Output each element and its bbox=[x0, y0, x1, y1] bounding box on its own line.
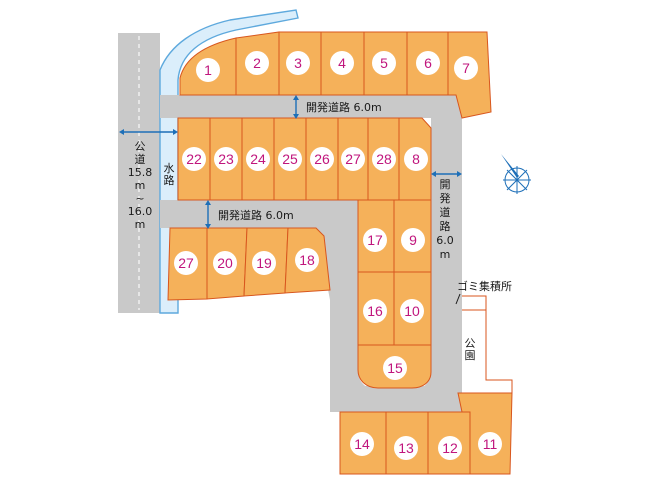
lot-number: 7 bbox=[462, 60, 470, 76]
lot-number-badge bbox=[246, 147, 270, 171]
lot-number-badge bbox=[341, 147, 365, 171]
road-north-arrow bbox=[293, 95, 299, 119]
north-arrow-icon bbox=[501, 154, 531, 194]
lot-number: 28 bbox=[376, 151, 392, 167]
lot-number: 5 bbox=[380, 55, 388, 71]
lot-number: 27 bbox=[345, 151, 361, 167]
vertical-label-char: 園 bbox=[465, 349, 476, 362]
vertical-label-char: m bbox=[440, 248, 451, 261]
lot-number: 17 bbox=[367, 232, 383, 248]
lot-number-badge bbox=[286, 51, 310, 75]
lot-number-badge bbox=[383, 356, 407, 380]
lot-number-badge bbox=[245, 51, 269, 75]
road-east bbox=[431, 118, 462, 393]
vertical-label-char: 6.0 bbox=[436, 234, 454, 247]
vertical-label-char: ~ bbox=[135, 192, 144, 205]
vertical-label-char: 15.8 bbox=[128, 166, 153, 179]
lot-number-badge bbox=[416, 51, 440, 75]
park-label: 公園 bbox=[465, 337, 476, 362]
vertical-label-char: 発 bbox=[440, 191, 451, 205]
lot-number: 19 bbox=[256, 255, 272, 271]
road-middle-label: 開発道路 6.0m bbox=[218, 208, 294, 222]
lot-number: 4 bbox=[338, 55, 346, 71]
lot-number-badge bbox=[310, 147, 334, 171]
lot-number-badge bbox=[182, 147, 206, 171]
lot-number-badge bbox=[404, 147, 428, 171]
lot-number: 24 bbox=[250, 151, 266, 167]
lot-number-badge bbox=[252, 251, 276, 275]
lot-number-badge bbox=[295, 248, 319, 272]
road-north-label: 開発道路 6.0m bbox=[306, 100, 382, 114]
lot-number-badge bbox=[400, 299, 424, 323]
lot-number: 26 bbox=[314, 151, 330, 167]
vertical-label-char: 16.0 bbox=[128, 205, 153, 218]
vertical-label-char: 開 bbox=[440, 178, 451, 191]
lot-number-badge bbox=[478, 432, 502, 456]
lot-number: 1 bbox=[204, 62, 212, 78]
lot-number: 6 bbox=[424, 55, 432, 71]
road-north bbox=[160, 95, 462, 118]
park-outline bbox=[462, 309, 513, 393]
lot-number: 12 bbox=[442, 440, 458, 456]
lot-number-badge bbox=[214, 147, 238, 171]
vertical-label-char: 路 bbox=[440, 220, 451, 233]
lot-number-badge bbox=[363, 299, 387, 323]
lot-number: 20 bbox=[217, 255, 233, 271]
vertical-label-char: 公 bbox=[465, 337, 476, 350]
lot-number-badge bbox=[213, 251, 237, 275]
road-middle-arrow bbox=[205, 200, 211, 229]
lot-number-badge bbox=[278, 147, 302, 171]
lot-number: 25 bbox=[282, 151, 298, 167]
lot-number-badge bbox=[372, 51, 396, 75]
lot-number: 10 bbox=[404, 303, 420, 319]
vertical-label-char: 道 bbox=[440, 205, 451, 219]
vertical-label-char: 路 bbox=[164, 174, 175, 187]
lot-number-badge bbox=[372, 147, 396, 171]
lot-number: 16 bbox=[367, 303, 383, 319]
lot-number: 14 bbox=[354, 436, 370, 452]
lot-number: 11 bbox=[483, 436, 498, 452]
vertical-label-char: m bbox=[135, 179, 146, 192]
lot-number: 18 bbox=[299, 252, 315, 268]
lot-number: 9 bbox=[409, 232, 417, 248]
vertical-label-char: m bbox=[135, 218, 146, 231]
lot-number: 15 bbox=[387, 360, 403, 376]
waterway-label: 水路 bbox=[164, 162, 175, 187]
lot-number: 8 bbox=[412, 151, 420, 167]
lot-number-badge bbox=[350, 432, 374, 456]
road-east-arrow bbox=[431, 171, 462, 177]
lot-number: 3 bbox=[294, 55, 302, 71]
garbage-label: ゴミ集積所 bbox=[457, 279, 512, 293]
lot-number-badge bbox=[174, 251, 198, 275]
lot-number-badge bbox=[363, 228, 387, 252]
lot-number-badge bbox=[438, 436, 462, 460]
road-loop bbox=[300, 200, 462, 412]
lot-number: 23 bbox=[218, 151, 234, 167]
lot-number: 22 bbox=[186, 151, 202, 167]
lot-number-badge bbox=[401, 228, 425, 252]
lot-number-badge bbox=[330, 51, 354, 75]
lot-number: 2 bbox=[253, 55, 261, 71]
vertical-label-char: 公 bbox=[135, 140, 146, 153]
lot-number-badge bbox=[394, 436, 418, 460]
vertical-label-char: 道 bbox=[135, 152, 146, 166]
lot-number: 13 bbox=[398, 440, 414, 456]
lot-number: 27 bbox=[178, 255, 194, 271]
public-road-arrow bbox=[119, 129, 178, 135]
lot-number-badge bbox=[454, 56, 478, 80]
vertical-label-char: 水 bbox=[164, 162, 175, 175]
lot-number-badge bbox=[196, 58, 220, 82]
